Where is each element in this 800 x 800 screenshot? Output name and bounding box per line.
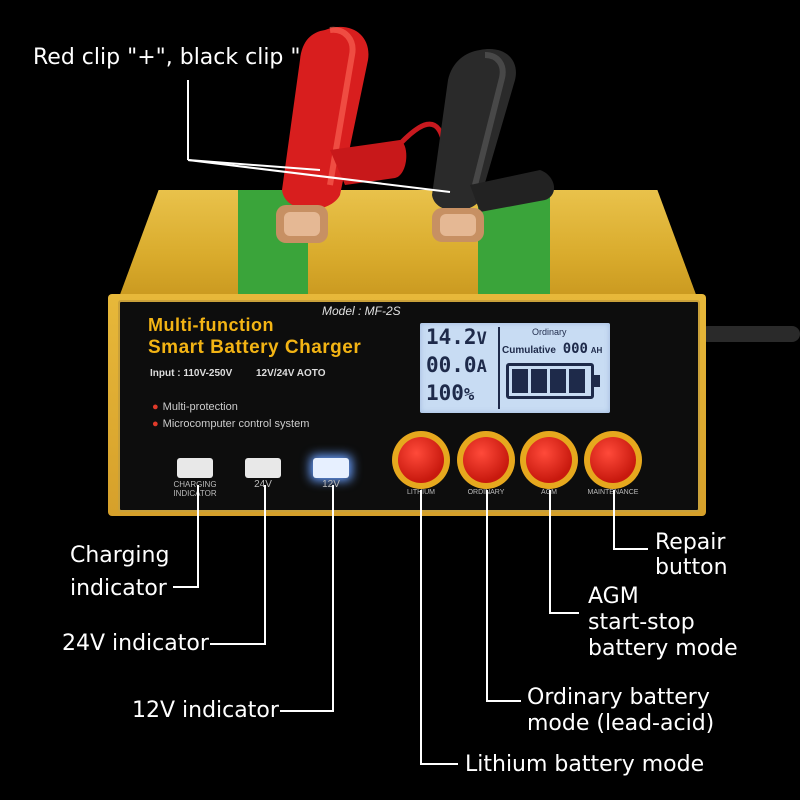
12v-callout-line-v	[332, 485, 334, 712]
ordinary-callout-line1: Ordinary battery	[527, 685, 710, 710]
repair-callout-line2: button	[655, 555, 728, 580]
feature-1: ●Multi-protection	[152, 401, 238, 413]
ordinary-button[interactable]	[463, 437, 509, 483]
agm-callout-line-v	[549, 490, 551, 614]
lithium-button[interactable]	[398, 437, 444, 483]
agm-button-label: AGM	[509, 489, 589, 496]
lcd-percent: 100%	[426, 381, 475, 405]
12v-indicator-label: 12V	[322, 479, 340, 490]
charging-callout-line-h	[173, 586, 199, 588]
lcd-divider	[498, 327, 500, 409]
battery-level-bar	[550, 369, 566, 393]
24v-indicator-label: 24V	[254, 479, 272, 490]
12v-indicator-led	[313, 458, 349, 478]
battery-level-bar	[569, 369, 585, 393]
lithium-callout-line-v	[420, 490, 422, 765]
ordinary-button-label: ORDINARY	[446, 489, 526, 496]
feature-2: ●Microcomputer control system	[152, 418, 310, 430]
agm-callout-line2: start-stop	[588, 610, 695, 635]
clamp-clips	[187, 26, 555, 243]
24v-callout: 24V indicator	[62, 631, 209, 656]
charging-callout-line2: indicator	[70, 576, 167, 601]
agm-callout-line-h	[549, 612, 579, 614]
24v-callout-line-v	[264, 485, 266, 645]
black-clip-icon[interactable]	[432, 49, 555, 242]
24v-callout-line-h	[210, 643, 266, 645]
lcd-voltage: 14.2V	[426, 325, 487, 349]
lcd-display: 14.2V 00.0A 100% Ordinary Cumulative 000…	[420, 323, 610, 413]
battery-level-bar	[512, 369, 528, 393]
agm-button[interactable]	[526, 437, 572, 483]
maintenance-button-label: MAINTENANCE	[573, 489, 653, 496]
repair-callout-line1: Repair	[655, 530, 726, 555]
power-cable	[700, 326, 800, 342]
charging-callout-line1: Charging	[70, 543, 170, 568]
agm-callout-line1: AGM	[588, 584, 639, 609]
12v-callout-line-h	[280, 710, 334, 712]
charging-indicator-led	[177, 458, 213, 478]
maintenance-button[interactable]	[590, 437, 636, 483]
lithium-callout: Lithium battery mode	[465, 752, 705, 777]
model-label: Model : MF-2S	[322, 304, 401, 318]
brand-title-line2: Smart Battery Charger	[148, 337, 362, 358]
ordinary-callout-line-h	[486, 700, 521, 702]
clip-callout: Red clip "+", black clip "-"	[33, 45, 319, 70]
input-spec: Input : 110V-250V	[150, 368, 233, 379]
battery-level-bar	[531, 369, 547, 393]
12v-callout: 12V indicator	[132, 698, 279, 723]
lcd-mode: Ordinary	[532, 327, 567, 337]
charging-indicator-label: CHARGING INDICATOR	[173, 480, 217, 498]
ordinary-callout-line-v	[486, 490, 488, 702]
brand-title-line1: Multi-function	[148, 315, 274, 335]
lcd-cumulative: Cumulative 000 AH	[502, 341, 603, 357]
ordinary-callout-line2: mode (lead-acid)	[527, 711, 715, 736]
agm-callout-line3: battery mode	[588, 636, 738, 661]
red-clip-icon[interactable]	[276, 26, 407, 243]
charger-top	[118, 190, 698, 300]
repair-callout-line-h	[613, 548, 648, 550]
24v-indicator-led	[245, 458, 281, 478]
lcd-current: 00.0A	[426, 353, 487, 377]
repair-callout-line-v	[613, 490, 615, 550]
lithium-callout-line-h	[420, 763, 458, 765]
battery-level-icon	[506, 363, 600, 399]
voltage-spec: 12V/24V AOTO	[256, 368, 326, 379]
charging-callout-line-v	[197, 485, 199, 588]
